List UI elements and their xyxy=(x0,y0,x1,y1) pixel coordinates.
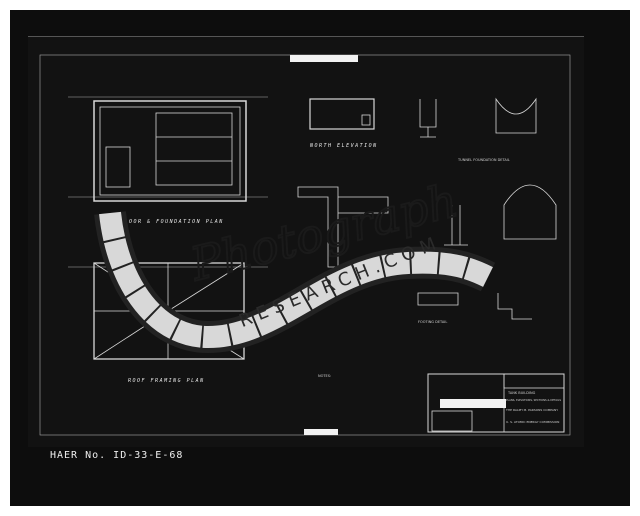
tunnel-detail-label: TUNNEL FOUNDATION DETAIL xyxy=(457,158,510,162)
title-firm: THE RALPH M. PARSONS COMPANY xyxy=(505,408,558,412)
roof-plan-title: ROOF FRAMING PLAN xyxy=(128,378,205,384)
blueprint-sheet: FLOOR & FOUNDATION PLAN ROOF FRAMING PLA… xyxy=(28,36,584,447)
north-elevation-title: NORTH ELEVATION xyxy=(309,143,378,149)
title-client: U. S. ATOMIC ENERGY COMMISSION xyxy=(506,420,559,424)
floor-plan xyxy=(68,96,268,202)
footing-detail-label: FOOTING DETAIL xyxy=(418,320,447,324)
title-sheet: PLANS, ELEVATIONS, SECTIONS & DETAILS xyxy=(506,398,561,402)
haer-caption: HAER No. ID-33-E-68 xyxy=(50,450,184,461)
blueprint-lines: FLOOR & FOUNDATION PLAN ROOF FRAMING PLA… xyxy=(39,54,571,436)
title-project: TANK BUILDING xyxy=(507,391,536,395)
film-strip-watermark xyxy=(94,210,496,354)
notes-heading: NOTES: xyxy=(318,374,331,378)
floor-plan-title: FLOOR & FOUNDATION PLAN xyxy=(120,219,224,225)
